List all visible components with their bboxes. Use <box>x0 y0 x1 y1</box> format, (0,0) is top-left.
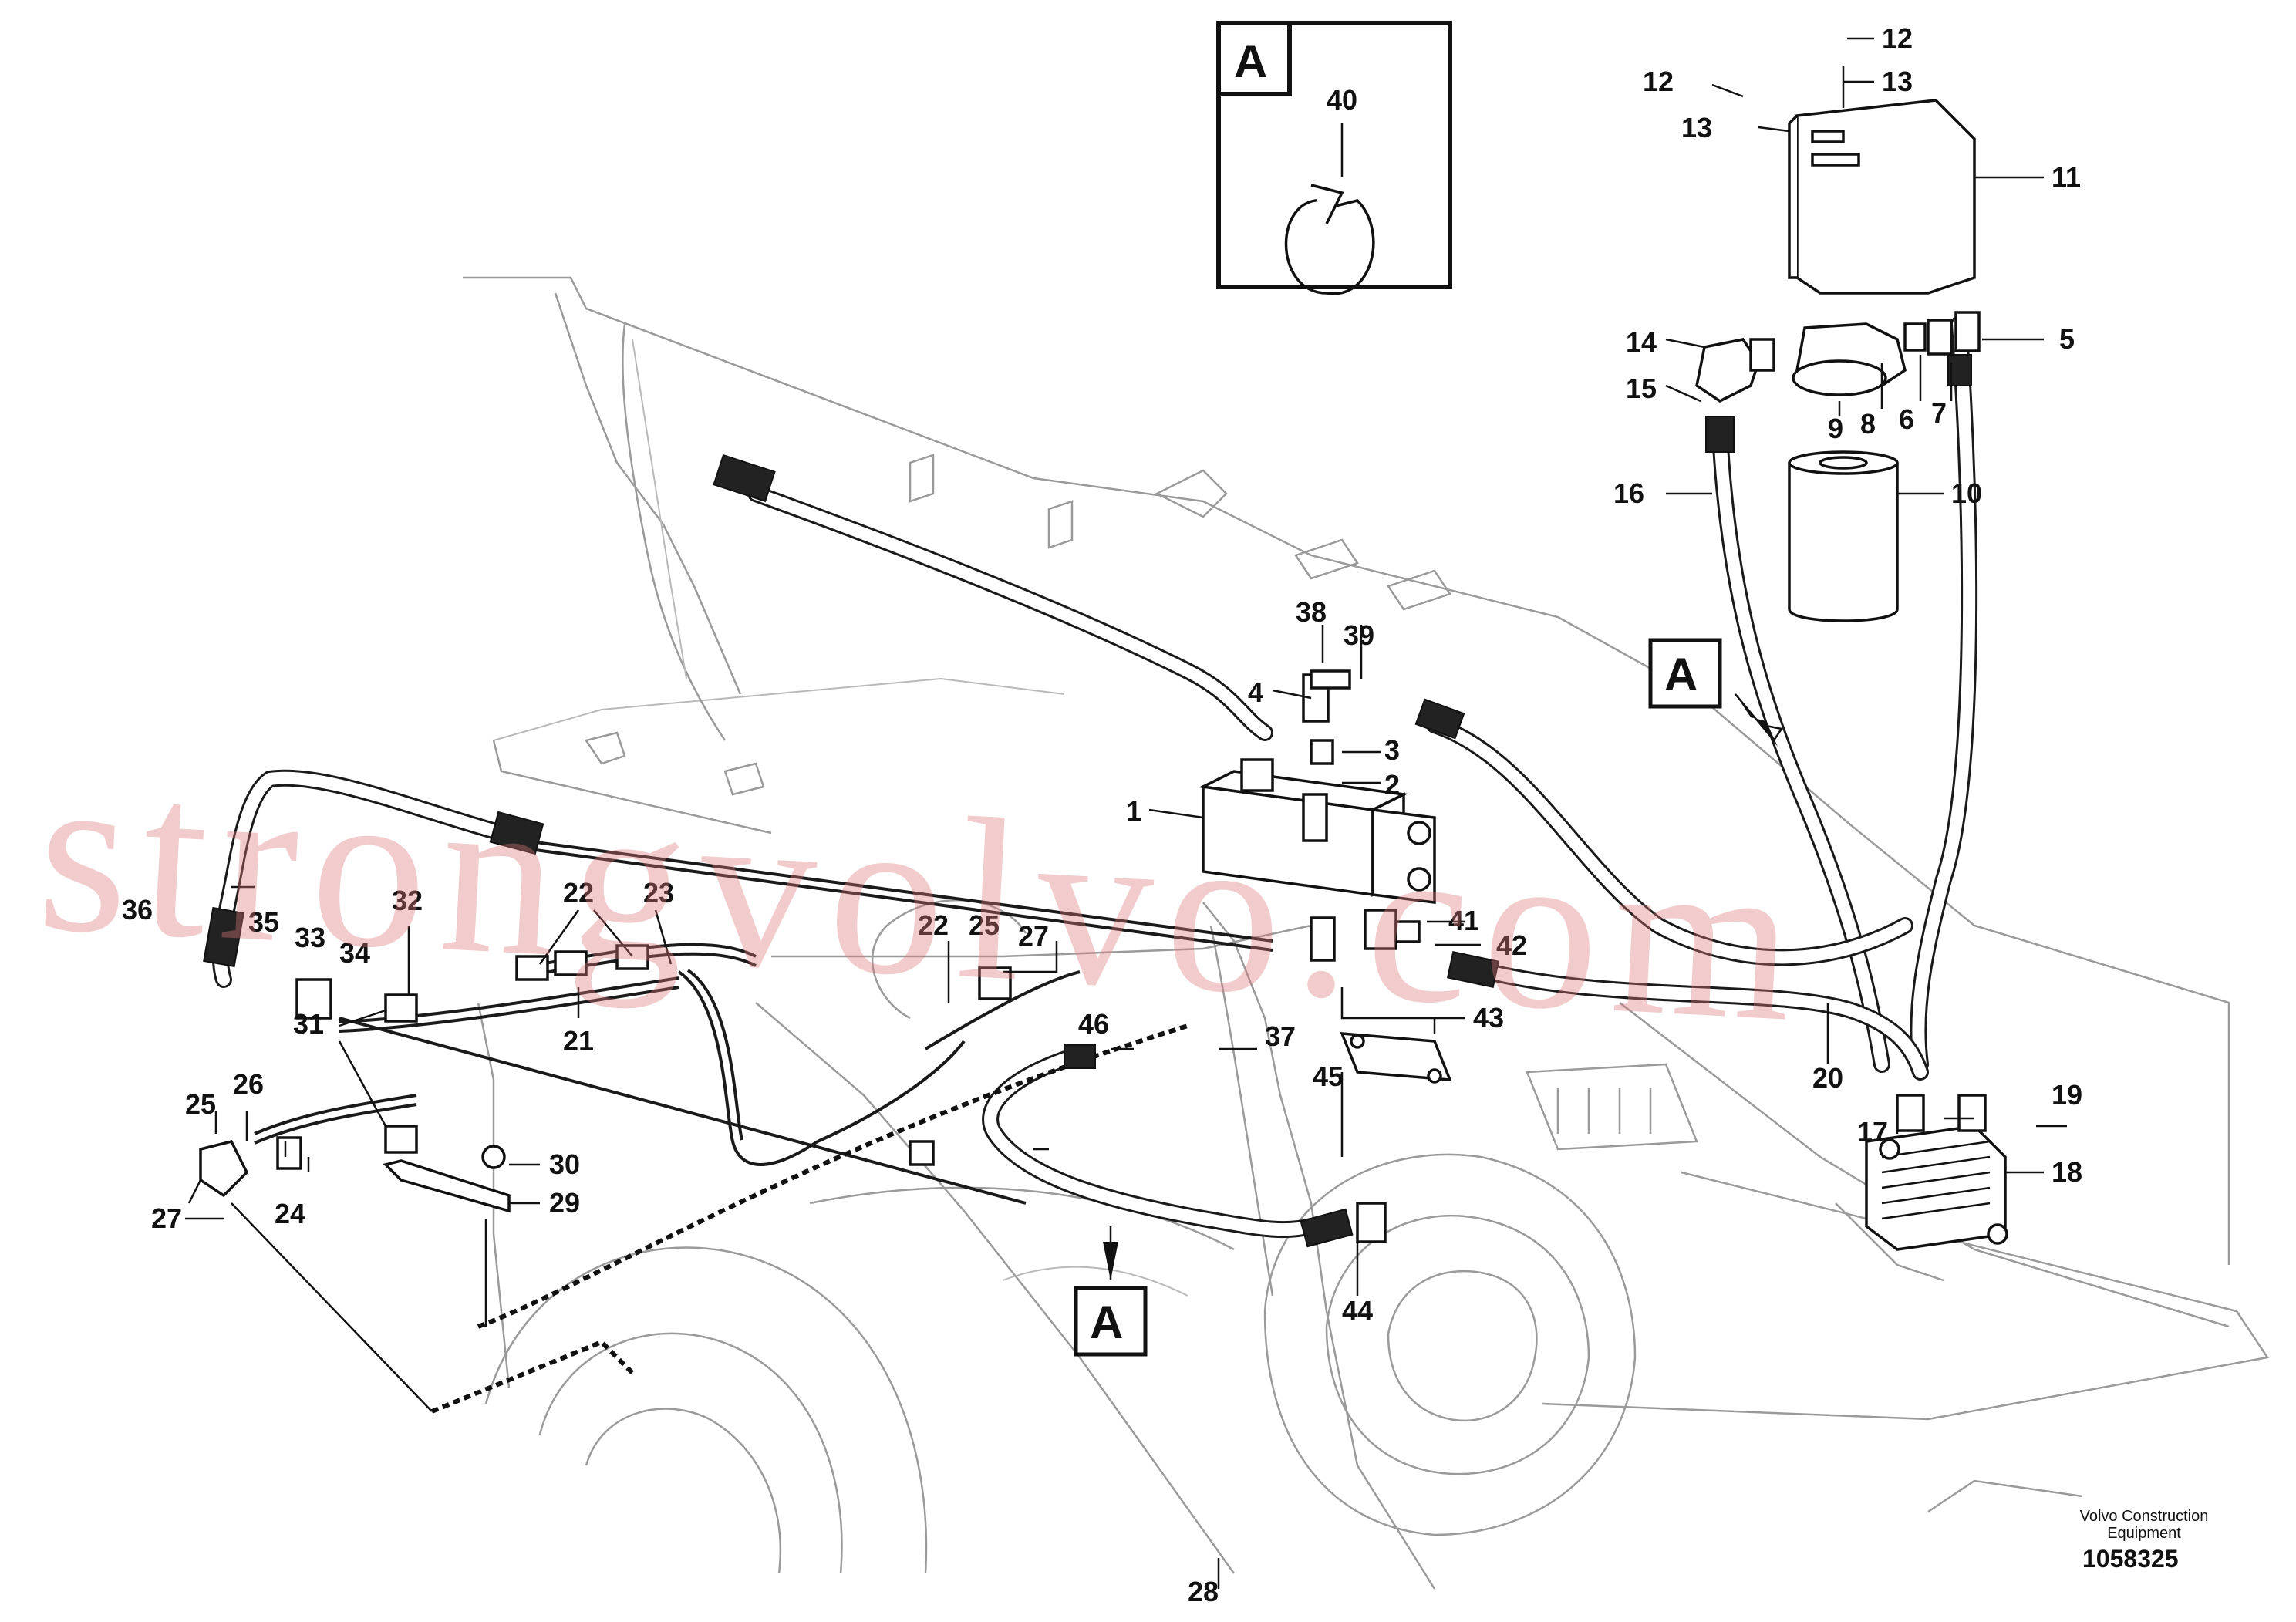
elbow-14 <box>1695 338 1760 403</box>
component-parts <box>199 99 2008 1251</box>
pipe-to-bottom-right <box>339 1017 1027 1205</box>
callout-10: 10 <box>1951 477 1982 509</box>
callout-2: 2 <box>1384 769 1400 801</box>
view-marker-box-right <box>1648 638 1722 709</box>
clamp-31-upper <box>384 993 418 1023</box>
filter-cartridge <box>1788 453 1899 622</box>
callout-39: 39 <box>1344 619 1374 651</box>
view-marker-box-bottom <box>1074 1286 1148 1357</box>
filter-bracket <box>1795 99 1976 295</box>
callout-1: 1 <box>1126 795 1141 827</box>
callout-21: 21 <box>563 1025 594 1057</box>
callout-14: 14 <box>1626 326 1657 358</box>
footer-brand-line2: Equipment <box>2107 1525 2181 1542</box>
callout-22-left: 22 <box>563 877 594 909</box>
callout-11: 11 <box>2052 161 2081 193</box>
callout-37: 37 <box>1265 1020 1296 1052</box>
callout-12-left: 12 <box>1643 66 1674 97</box>
callout-19: 19 <box>2052 1079 2082 1111</box>
view-marker-bottom: A <box>1090 1297 1123 1348</box>
view-marker-right: A <box>1664 649 1698 700</box>
machine-frame-outline <box>463 276 2270 1590</box>
callout-22-mid: 22 <box>918 909 949 941</box>
callout-43: 43 <box>1473 1002 1504 1034</box>
callout-36: 36 <box>122 894 153 926</box>
callout-34: 34 <box>339 937 370 969</box>
callout-13-top: 13 <box>1882 66 1913 97</box>
footer-brand-line1: Volvo Construction <box>2079 1508 2209 1525</box>
view-arrow-A-right <box>1735 694 1778 747</box>
fitting-33 <box>295 978 332 1020</box>
callout-25-mid: 25 <box>969 909 1000 941</box>
callout-40: 40 <box>1327 84 1357 116</box>
callout-30: 30 <box>549 1148 580 1180</box>
callout-6: 6 <box>1899 403 1914 435</box>
callout-7: 7 <box>1931 397 1947 429</box>
callout-9: 9 <box>1828 413 1843 444</box>
elbow-44 <box>1356 1202 1387 1243</box>
callout-labels: 1 2 3 4 5 6 7 8 9 10 11 12 12 13 13 14 1… <box>122 22 2082 1607</box>
callout-27-left: 27 <box>151 1202 182 1234</box>
detail-view-letter-box <box>1216 21 1292 96</box>
hose-assemblies <box>211 315 1978 1239</box>
routing-dashed-line-lower <box>430 1339 635 1414</box>
hose-39-run <box>1426 717 1913 966</box>
callout-26: 26 <box>233 1068 264 1100</box>
hose-clamp-40 <box>1284 198 1375 295</box>
callout-5: 5 <box>2059 323 2075 355</box>
callout-16: 16 <box>1613 477 1644 509</box>
view-arrow-A-bottom <box>1103 1242 1118 1280</box>
pipe-23 <box>677 970 819 1166</box>
callout-46: 46 <box>1078 1008 1109 1040</box>
callout-4: 4 <box>1248 676 1263 708</box>
pipe-long-lower <box>339 976 679 1023</box>
callout-8: 8 <box>1860 408 1876 440</box>
callout-31: 31 <box>293 1008 324 1040</box>
routing-dashed-line <box>477 1023 1188 1329</box>
callout-29: 29 <box>549 1187 580 1219</box>
callout-18: 18 <box>2052 1156 2082 1188</box>
pipe-left-to-37 <box>524 839 1273 943</box>
drawing-number: 1058325 <box>2082 1545 2179 1573</box>
callout-28: 28 <box>1188 1576 1219 1607</box>
callout-42: 42 <box>1496 929 1527 961</box>
callout-38: 38 <box>1296 596 1327 628</box>
footer-brand: Volvo Construction Equipment <box>2028 1508 2260 1542</box>
callout-27-mid: 27 <box>1018 920 1049 952</box>
callout-25-left: 25 <box>185 1088 216 1120</box>
elbow-25-left <box>199 1139 249 1198</box>
hose-upper-long <box>747 485 1273 741</box>
callout-35: 35 <box>248 906 279 938</box>
callout-15: 15 <box>1626 373 1657 404</box>
callout-12-top: 12 <box>1882 22 1913 54</box>
callout-17: 17 <box>1857 1116 1888 1148</box>
callout-41: 41 <box>1448 905 1479 936</box>
callout-24: 24 <box>275 1198 305 1229</box>
callout-33: 33 <box>295 922 325 953</box>
callout-44: 44 <box>1342 1295 1373 1327</box>
callout-20: 20 <box>1812 1062 1843 1094</box>
callout-23: 23 <box>643 877 674 909</box>
callout-45: 45 <box>1313 1061 1344 1092</box>
elbow-41 <box>1364 909 1397 950</box>
detail-view-frame <box>1216 21 1452 289</box>
callout-32: 32 <box>392 885 423 916</box>
mounting-plate-43 <box>1340 1032 1452 1081</box>
callout-3: 3 <box>1384 734 1400 766</box>
clamp-31-lower <box>384 1125 418 1154</box>
detail-view-letter: A <box>1234 35 1267 87</box>
callout-13-left: 13 <box>1681 112 1712 143</box>
